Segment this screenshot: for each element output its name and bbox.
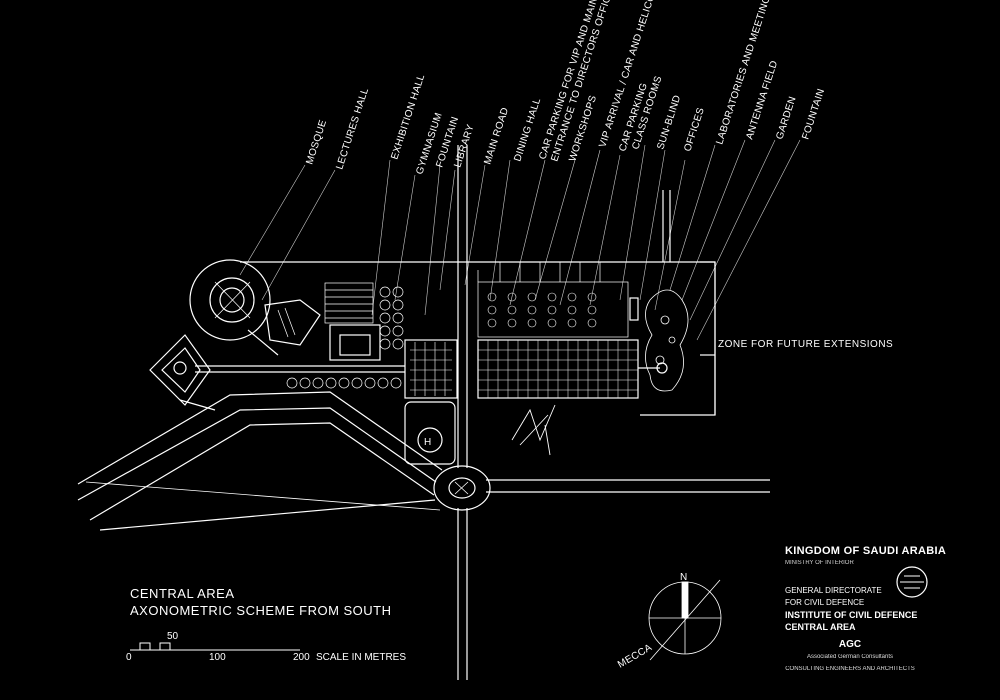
label-offices: OFFICES <box>682 106 707 153</box>
label-lectures-hall: LECTURES HALL <box>334 87 371 171</box>
access-road <box>195 365 405 373</box>
north-arrow <box>648 579 722 661</box>
title-line-2: AXONOMETRIC SCHEME FROM SOUTH <box>130 603 392 618</box>
exhibition-hall <box>324 282 374 324</box>
drawing-title: CENTRAL AREA AXONOMETRIC SCHEME FROM SOU… <box>130 585 392 619</box>
kingdom-label: KINGDOM OF SAUDI ARABIA <box>785 545 947 557</box>
rotated-labels: MOSQUE LECTURES HALL EXHIBITION HALL GYM… <box>304 0 827 176</box>
parking-trees <box>487 292 597 328</box>
title-block-panel: KINGDOM OF SAUDI ARABIA MINISTRY OF INTE… <box>785 545 985 675</box>
antenna-field <box>511 404 556 456</box>
main-road <box>457 145 671 680</box>
fountain-east <box>629 297 668 374</box>
future-extension-zone <box>700 261 716 415</box>
garden <box>645 289 689 392</box>
label-fountain-east: FOUNTAIN <box>800 87 827 141</box>
general-directorate-2: FOR CIVIL DEFENCE <box>785 598 865 607</box>
tree-row <box>286 377 402 389</box>
label-garden: GARDEN <box>774 95 798 141</box>
civil-defence-emblem-icon <box>896 566 928 598</box>
title-line-1: CENTRAL AREA <box>130 586 235 601</box>
scale-50: 50 <box>167 631 179 642</box>
agc-full-name: Associated German Consultants <box>806 654 894 660</box>
general-directorate-1: GENERAL DIRECTORATE <box>785 586 882 595</box>
ministry-label: MINISTRY OF INTERIOR <box>785 560 854 566</box>
label-sun-blind: SUN-BLIND <box>655 94 683 151</box>
north-letter: N <box>680 572 688 583</box>
scale-bar <box>130 642 300 651</box>
scale-0: 0 <box>126 652 132 663</box>
zone-future-extensions-label: ZONE FOR FUTURE EXTENSIONS <box>718 339 894 350</box>
label-car-parking-vip: CAR PARKING FOR VIP AND MAIN <box>537 0 600 161</box>
label-antenna-field: ANTENNA FIELD <box>744 59 780 141</box>
gymnasium <box>329 324 381 361</box>
label-mosque: MOSQUE <box>304 119 329 166</box>
scale-unit: SCALE IN METRES <box>316 652 407 663</box>
scale-100: 100 <box>209 652 226 663</box>
helipad: H <box>404 401 456 465</box>
library <box>379 286 404 350</box>
leader-lines <box>239 139 801 341</box>
institute-label-1: INSTITUTE OF CIVIL DEFENCE <box>785 610 918 620</box>
lectures-hall <box>247 299 321 356</box>
east-west-road <box>77 391 770 531</box>
roundabout <box>433 465 491 511</box>
institute-label-2: CENTRAL AREA <box>785 622 856 632</box>
agc-logo-text: AGC <box>838 639 862 650</box>
mecca-label: MECCA <box>616 642 654 670</box>
scale-200: 200 <box>293 652 310 663</box>
class-rooms-building <box>477 339 639 399</box>
dining-hall <box>404 339 458 399</box>
hexagon-building <box>149 334 216 411</box>
mosque <box>189 259 716 416</box>
agc-subtitle: CONSULTING ENGINEERS AND ARCHITECTS <box>785 666 915 672</box>
svg-text:H: H <box>424 437 432 448</box>
label-main-road: MAIN ROAD <box>482 106 511 166</box>
car-parking <box>477 262 629 338</box>
